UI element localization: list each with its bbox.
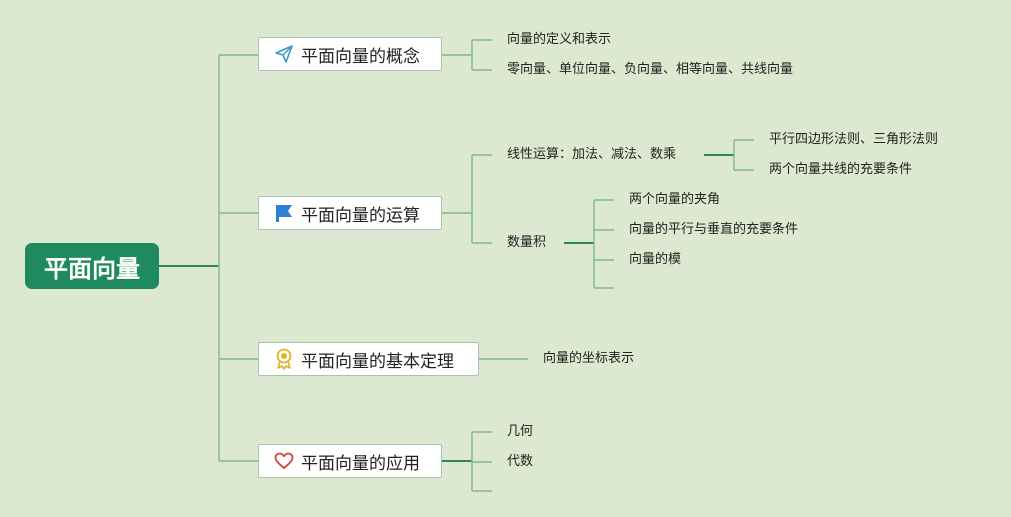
award-icon xyxy=(273,348,295,370)
flag-icon xyxy=(273,202,295,224)
leaf-item: 几何 xyxy=(507,424,534,439)
branch-title: 平面向量的概念 xyxy=(301,46,420,67)
leaf-item: 两个向量的夹角 xyxy=(629,192,721,207)
root-title: 平面向量 xyxy=(44,254,140,283)
leaf-item: 两个向量共线的充要条件 xyxy=(769,162,913,177)
branch-basic-theorem[interactable]: 平面向量的基本定理 xyxy=(258,342,479,376)
leaf-item: 代数 xyxy=(507,454,534,469)
branch-title: 平面向量的基本定理 xyxy=(301,351,454,372)
leaf-item: 向量的坐标表示 xyxy=(543,351,635,366)
leaf-item: 数量积 xyxy=(507,235,547,250)
leaf-item: 线性运算：加法、减法、数乘 xyxy=(507,147,677,162)
branch-operations[interactable]: 平面向量的运算 xyxy=(258,196,442,230)
branch-title: 平面向量的运算 xyxy=(301,205,420,226)
paper-plane-icon xyxy=(273,43,295,65)
leaf-item: 向量的模 xyxy=(629,252,682,267)
leaf-item: 平行四边形法则、三角形法则 xyxy=(769,132,939,147)
branch-applications[interactable]: 平面向量的应用 xyxy=(258,444,442,478)
leaf-item: 零向量、单位向量、负向量、相等向量、共线向量 xyxy=(507,62,794,77)
heart-icon xyxy=(273,450,295,472)
branch-concept[interactable]: 平面向量的概念 xyxy=(258,37,442,71)
root-node[interactable]: 平面向量 xyxy=(25,243,159,289)
leaf-item: 向量的定义和表示 xyxy=(507,32,612,47)
leaf-item: 向量的平行与垂直的充要条件 xyxy=(629,222,799,237)
branch-title: 平面向量的应用 xyxy=(301,453,420,474)
